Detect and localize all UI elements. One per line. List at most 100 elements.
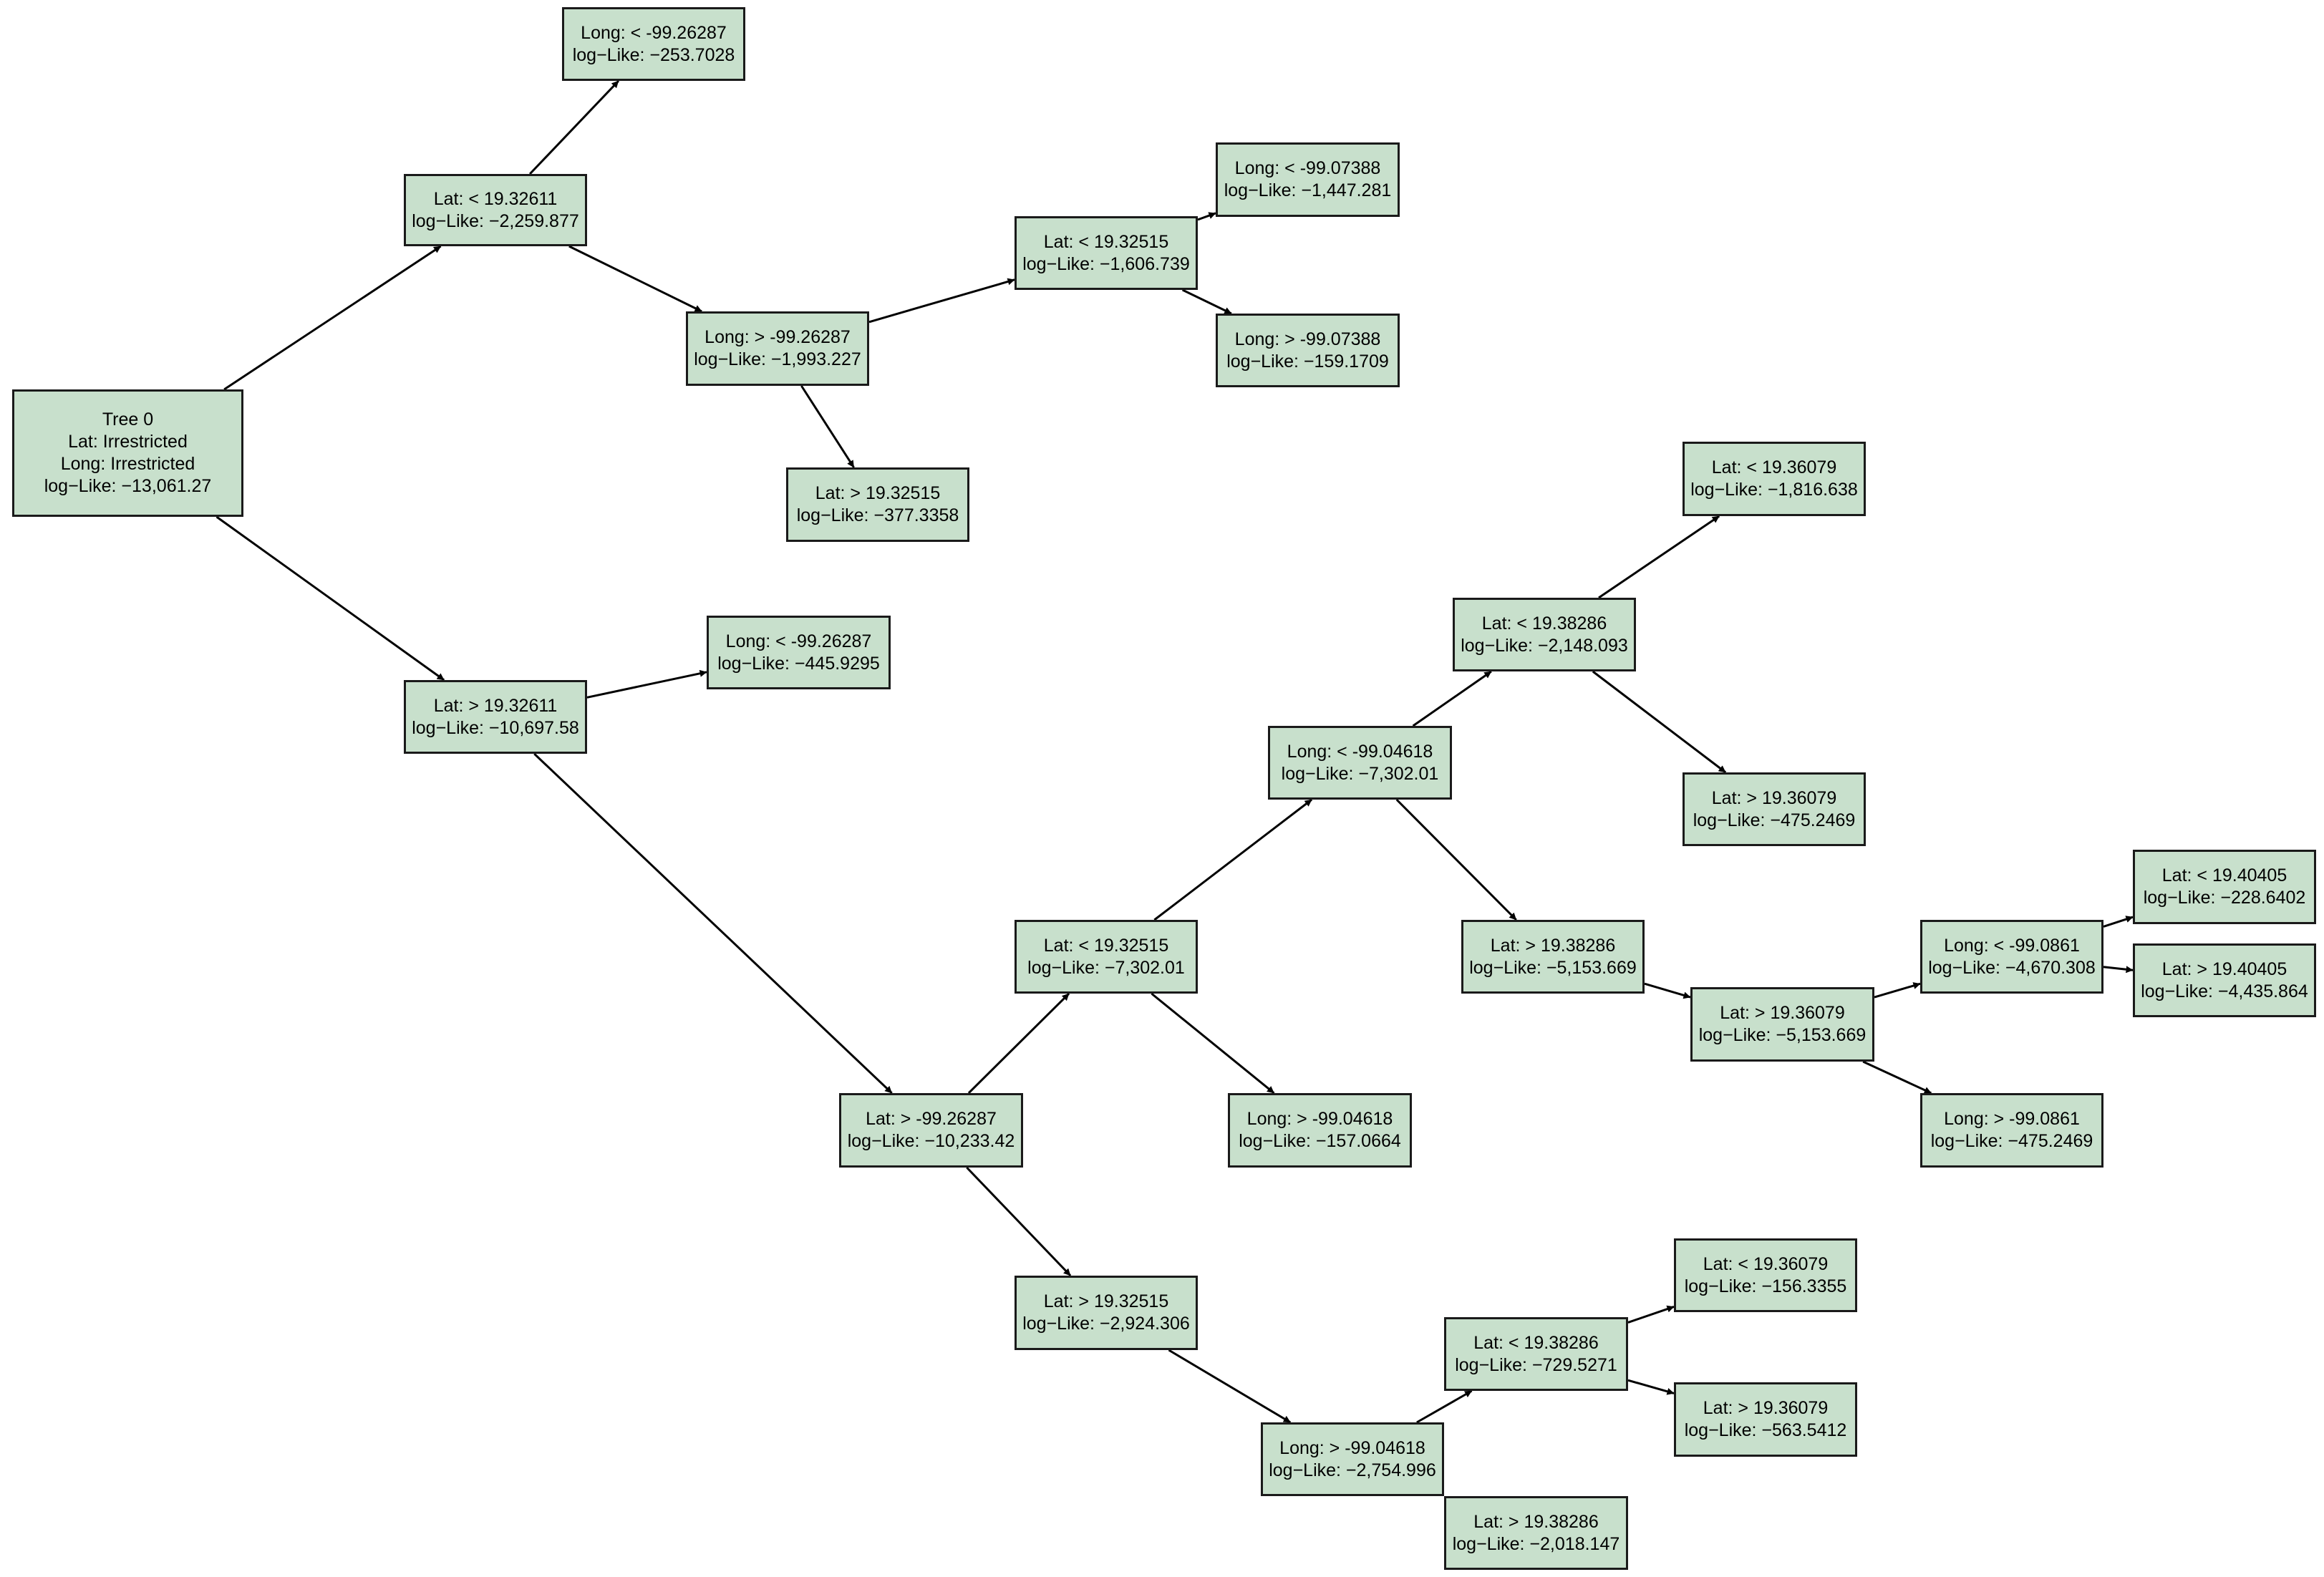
node-condition: Long: > -99.26287: [705, 327, 851, 347]
node-loglike: log−Like: −2,754.996: [1269, 1460, 1436, 1480]
node-loglike: log−Like: −1,816.638: [1690, 480, 1858, 500]
edge-arrow: [1627, 1379, 1675, 1395]
node-loglike: log−Like: −228.6402: [2143, 888, 2306, 908]
node-lat-gt-19-32515: Lat: > 19.32515 log−Like: −2,924.306: [1015, 1276, 1198, 1350]
node-loglike: log−Like: −729.5271: [1455, 1354, 1617, 1375]
node-loglike: log−Like: −377.3358: [796, 505, 959, 525]
node-lat-gt-19-36079: Lat: > 19.36079 log−Like: −5,153.669: [1690, 987, 1874, 1062]
edge-arrow: [586, 669, 707, 699]
node-lat-lt-19-32515: Lat: < 19.32515 log−Like: −7,302.01: [1015, 920, 1198, 994]
node-loglike: log−Like: −2,148.093: [1461, 635, 1628, 656]
edge-arrow: [868, 278, 1015, 324]
node-lat-gt-99-26287: Lat: > -99.26287 log−Like: −10,233.42: [839, 1093, 1023, 1168]
edge-arrow: [1598, 515, 1720, 599]
node-condition: Lat: < 19.36079: [1711, 457, 1837, 477]
edge-arrow: [1168, 1349, 1292, 1424]
node-long-gt-99-07388: Long: > -99.07388 log−Like: −159.1709: [1216, 314, 1400, 387]
node-lat-lt-19-38286: Lat: < 19.38286 log−Like: −729.5271: [1444, 1317, 1628, 1391]
node-loglike: log−Like: −2,259.877: [412, 210, 579, 231]
edge-arrow: [1592, 670, 1727, 774]
node-condition: Long: < -99.04618: [1287, 741, 1433, 762]
edge-arrow: [2103, 916, 2134, 928]
node-condition: Lat: > 19.38286: [1473, 1511, 1599, 1532]
edge-arrow: [1416, 1389, 1473, 1424]
edge-arrow: [800, 385, 855, 468]
edge-arrow: [1627, 1305, 1675, 1324]
node-loglike: log−Like: −156.3355: [1684, 1276, 1847, 1296]
node-loglike: log−Like: −5,153.669: [1469, 957, 1637, 978]
node-loglike: log−Like: −475.2469: [1693, 810, 1856, 830]
node-condition: Lat: < 19.36079: [1703, 1253, 1829, 1274]
node-condition: Long: > -99.0861: [1944, 1109, 2080, 1129]
node-lat-lt-19-32515: Lat: < 19.32515 log−Like: −1,606.739: [1015, 216, 1198, 290]
edge-arrow: [2103, 966, 2134, 974]
node-lat-lt-19-36079: Lat: < 19.36079 log−Like: −1,816.638: [1683, 442, 1866, 516]
node-loglike: log−Like: −475.2469: [1930, 1131, 2093, 1151]
edges: [216, 79, 2134, 1424]
node-long-lt-99-0861: Long: < -99.0861 log−Like: −4,670.308: [1920, 920, 2103, 994]
node-loglike: log−Like: −2,924.306: [1022, 1314, 1190, 1334]
node-condition: Lat: > 19.38286: [1490, 935, 1616, 956]
node-lat-lt-19-40405: Lat: < 19.40405 log−Like: −228.6402: [2133, 850, 2316, 924]
node-label-line: log−Like: −13,061.27: [44, 476, 212, 496]
node-long-gt-99-26287: Long: > -99.26287 log−Like: −1,993.227: [686, 311, 869, 386]
node-condition: Lat: < 19.32515: [1043, 231, 1169, 252]
edge-arrow: [966, 1166, 1072, 1277]
node-loglike: log−Like: −1,606.739: [1022, 253, 1190, 274]
node-condition: Long: < -99.26287: [725, 631, 872, 651]
node-condition: Long: > -99.07388: [1234, 329, 1381, 349]
node-loglike: log−Like: −445.9295: [717, 653, 880, 674]
edge-arrow: [1153, 798, 1313, 921]
edge-arrow: [529, 79, 620, 175]
node-condition: Long: > -99.04618: [1246, 1109, 1393, 1129]
node-condition: Lat: > 19.40405: [2161, 959, 2287, 979]
node-condition: Lat: < 19.38286: [1473, 1332, 1599, 1353]
edge-arrow: [1412, 670, 1492, 727]
edge-arrow: [1395, 798, 1517, 921]
node-long-lt-99-26287: Long: < -99.26287 log−Like: −445.9295: [707, 616, 891, 689]
node-label-line: Lat: Irrestricted: [68, 432, 188, 452]
node-loglike: log−Like: −159.1709: [1226, 351, 1389, 372]
node-lat-lt-19-36079: Lat: < 19.36079 log−Like: −156.3355: [1674, 1238, 1857, 1312]
node-condition: Long: < -99.07388: [1234, 158, 1381, 178]
node-condition: Lat: < 19.40405: [2161, 865, 2287, 885]
node-loglike: log−Like: −253.7028: [572, 44, 735, 65]
node-long-lt-99-04618: Long: < -99.04618 log−Like: −7,302.01: [1268, 726, 1452, 800]
node-loglike: log−Like: −4,435.864: [2141, 981, 2308, 1001]
edge-arrow: [216, 515, 445, 681]
node-lat-lt-19-32611: Lat: < 19.32611 log−Like: −2,259.877: [404, 174, 587, 246]
node-condition: Lat: > 19.36079: [1720, 1003, 1845, 1023]
node-loglike: log−Like: −2,018.147: [1452, 1533, 1620, 1554]
node-condition: Long: < -99.0861: [1944, 935, 2080, 956]
node-condition: Long: < -99.26287: [581, 22, 727, 43]
node-lat-gt-19-36079: Lat: > 19.36079 log−Like: −475.2469: [1683, 772, 1866, 846]
node-loglike: log−Like: −157.0664: [1239, 1131, 1401, 1151]
node-condition: Lat: > 19.36079: [1711, 787, 1837, 808]
node-label-line: Long: Irrestricted: [60, 454, 195, 474]
node-condition: Lat: < 19.32515: [1043, 935, 1169, 956]
node-loglike: log−Like: −7,302.01: [1281, 763, 1439, 784]
node-condition: Long: > -99.04618: [1279, 1437, 1425, 1458]
node-long-gt-99-04618: Long: > -99.04618 log−Like: −2,754.996: [1261, 1422, 1444, 1496]
node-lat-gt-19-38286: Lat: > 19.38286 log−Like: −2,018.147: [1444, 1496, 1628, 1570]
node-label-line: Tree 0: [102, 409, 154, 430]
node-tree-root: Tree 0 Lat: Irrestricted Long: Irrestric…: [12, 389, 243, 517]
edge-arrow: [967, 992, 1070, 1095]
node-loglike: log−Like: −563.5412: [1684, 1420, 1847, 1440]
node-loglike: log−Like: −1,993.227: [694, 349, 861, 369]
node-lat-gt-19-32611: Lat: > 19.32611 log−Like: −10,697.58: [404, 680, 587, 754]
edge-arrow: [1644, 982, 1691, 999]
edge-arrow: [1197, 212, 1216, 221]
edge-arrow: [1862, 1060, 1932, 1095]
node-condition: Lat: > -99.26287: [866, 1109, 997, 1129]
node-loglike: log−Like: −4,670.308: [1928, 957, 2096, 978]
node-loglike: log−Like: −1,447.281: [1224, 180, 1392, 200]
edge-arrow: [533, 752, 893, 1095]
node-condition: Lat: > 19.32611: [433, 695, 558, 716]
node-long-lt-99-26287: Long: < -99.26287 log−Like: −253.7028: [562, 7, 745, 81]
node-condition: Lat: > 19.32515: [815, 483, 941, 503]
edge-arrow: [568, 245, 702, 313]
node-condition: Lat: > 19.36079: [1703, 1398, 1829, 1418]
node-lat-gt-19-40405: Lat: > 19.40405 log−Like: −4,435.864: [2133, 943, 2316, 1017]
